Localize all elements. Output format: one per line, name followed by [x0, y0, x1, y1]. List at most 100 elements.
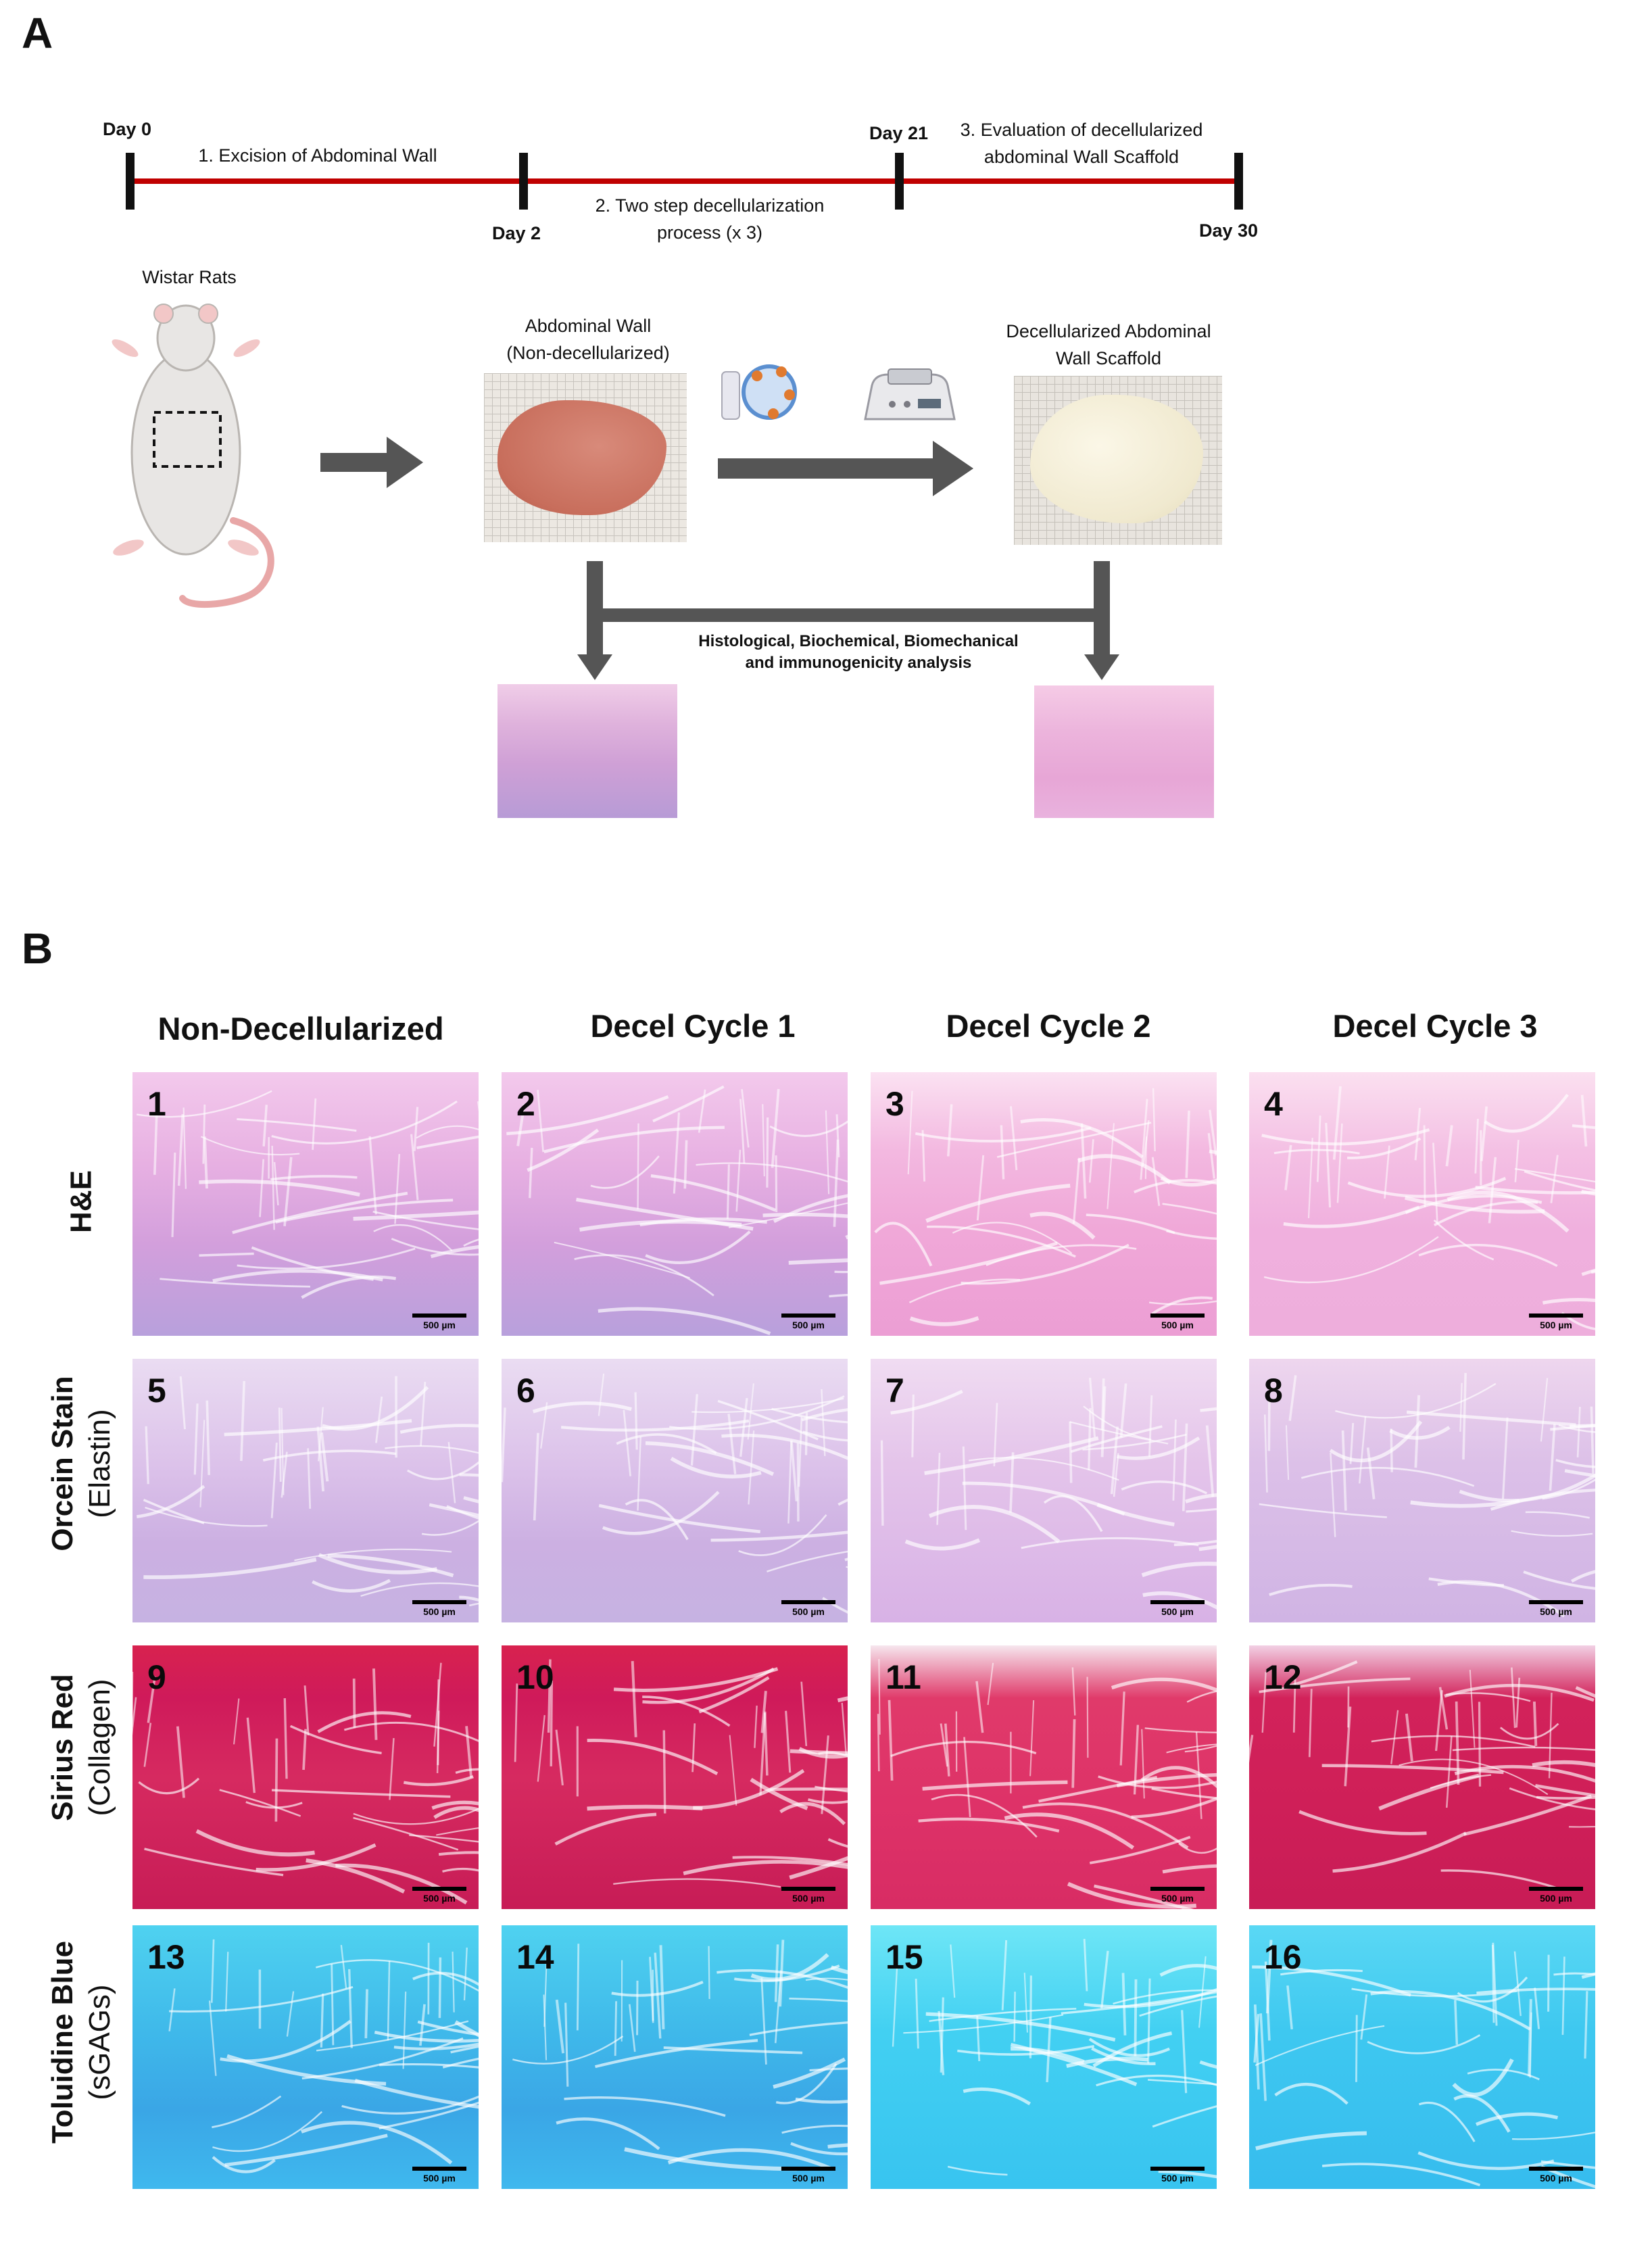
rat-arm-right — [233, 339, 260, 357]
tissue-texture — [137, 1376, 479, 1607]
tile-number: 4 — [1264, 1085, 1283, 1123]
scale-bar-line — [1150, 2167, 1205, 2171]
row-title: H&E — [64, 1170, 98, 1233]
tissue-texture — [512, 1939, 848, 2171]
decel-scaffold-photo — [1014, 376, 1222, 545]
analysis-text-2: and immunogenicity analysis — [745, 654, 972, 672]
row-header-he: H&E — [63, 1067, 100, 1337]
scale-bar-line — [1529, 1314, 1583, 1318]
column-header-cycle-1: Decel Cycle 1 — [590, 1008, 796, 1044]
timeline — [126, 153, 1243, 210]
decel-histology-thumb — [1034, 685, 1214, 818]
scale-bar-label: 500 µm — [1540, 1893, 1572, 1904]
timeline-tick-day2 — [519, 153, 528, 210]
rat-ear-left-icon — [153, 304, 174, 324]
rat-ear-right-icon — [198, 304, 218, 324]
scale-bar: 500 µm — [781, 1887, 835, 1904]
column-header-non-decel: Non-Decellularized — [157, 1011, 444, 1046]
row-title: Orcein Stain — [46, 1376, 79, 1551]
tile-number: 10 — [516, 1658, 554, 1696]
native-histology-thumb — [497, 684, 677, 818]
step1-text: 1. Excision of Abdominal Wall — [198, 145, 437, 166]
scale-bar-line — [1150, 1600, 1205, 1604]
rat-tail — [179, 517, 274, 608]
scale-bar: 500 µm — [412, 2167, 466, 2184]
scale-bar-label: 500 µm — [792, 2173, 825, 2184]
tissue-texture — [502, 1373, 848, 1614]
timeline-tick-day21 — [895, 153, 904, 210]
tile-number: 3 — [885, 1085, 904, 1123]
histology-tile-sirius-col3: 11 500 µm — [871, 1645, 1217, 1909]
arrow-to-tissue-icon — [320, 437, 423, 488]
row-title: Sirius Red — [46, 1674, 79, 1821]
rat-illustration — [112, 304, 274, 608]
scale-bar: 500 µm — [1529, 1600, 1583, 1617]
tissue-texture — [514, 1659, 848, 1888]
day0-label: Day 0 — [103, 119, 152, 139]
scale-bar-label: 500 µm — [423, 1320, 456, 1330]
native-tissue-photo — [484, 373, 687, 542]
scale-bar: 500 µm — [412, 1600, 466, 1617]
scale-bar-label: 500 µm — [1161, 1893, 1194, 1904]
histology-tile-sirius-col4: 12 500 µm — [1249, 1645, 1595, 1909]
scale-bar: 500 µm — [1529, 1887, 1583, 1904]
column-header-cycle-3: Decel Cycle 3 — [1332, 1008, 1538, 1044]
timeline-tick-day0 — [126, 153, 135, 210]
row-subtitle: (Collagen) — [83, 1679, 116, 1816]
scale-bar-line — [781, 2167, 835, 2171]
day30-label: Day 30 — [1199, 220, 1259, 241]
scale-bar: 500 µm — [1529, 1314, 1583, 1330]
scale-bar-line — [412, 1314, 466, 1318]
tile-number: 2 — [516, 1085, 535, 1123]
tile-number: 11 — [885, 1658, 921, 1696]
step2-text-2: process (x 3) — [656, 222, 763, 243]
scale-bar-line — [781, 1314, 835, 1318]
analysis-bracket — [577, 561, 1119, 680]
tissue-texture — [892, 1939, 1217, 2179]
scale-bar-line — [412, 1600, 466, 1604]
shaker-incubator-icon — [864, 368, 956, 420]
tissue-texture — [1259, 1372, 1595, 1618]
histology-tile-he-col4: 4 500 µm — [1249, 1072, 1595, 1336]
step3-text-1: 3. Evaluation of decellularized — [960, 120, 1203, 140]
scale-bar-label: 500 µm — [1161, 1606, 1194, 1617]
rat-leg-left — [113, 539, 144, 556]
tile-number: 12 — [1264, 1658, 1302, 1696]
tile-number: 5 — [147, 1372, 166, 1409]
analysis-text-1: Histological, Biochemical, Biomechanical — [698, 632, 1019, 650]
scale-bar-line — [781, 1600, 835, 1604]
rat-arm-left — [112, 339, 139, 357]
tissue-texture — [506, 1085, 848, 1335]
tile-number: 16 — [1264, 1938, 1302, 1976]
scale-bar-label: 500 µm — [423, 2173, 456, 2184]
tile-number: 7 — [885, 1372, 904, 1409]
histology-tile-orcein-col3: 7 500 µm — [871, 1359, 1217, 1622]
excision-region-box — [153, 411, 222, 468]
scale-bar: 500 µm — [1150, 1600, 1205, 1617]
scale-bar-line — [1150, 1314, 1205, 1318]
scale-bar-line — [1529, 1887, 1583, 1891]
rat-label: Wistar Rats — [142, 267, 237, 287]
tissue-texture — [1261, 1086, 1595, 1330]
scale-bar: 500 µm — [412, 1887, 466, 1904]
timeline-tick-day30 — [1234, 153, 1243, 210]
decel-scaffold — [1030, 395, 1203, 523]
tissue-texture — [880, 1378, 1217, 1610]
panel-b-letter: B — [22, 924, 53, 973]
histology-tile-sirius-col2: 10 500 µm — [502, 1645, 848, 1909]
native-tissue — [497, 400, 666, 515]
scale-bar-line — [1150, 1887, 1205, 1891]
scale-bar: 500 µm — [781, 1314, 835, 1330]
scale-bar-label: 500 µm — [792, 1320, 825, 1330]
tissue-texture — [136, 1090, 479, 1299]
scale-bar-label: 500 µm — [1161, 2173, 1194, 2184]
scale-bar: 500 µm — [1150, 1314, 1205, 1330]
row-header-toluidine: Toluidine Blue (sGAGs) — [44, 1907, 118, 2177]
row-title: Toluidine Blue — [46, 1941, 79, 2144]
scale-bar: 500 µm — [781, 1600, 835, 1617]
